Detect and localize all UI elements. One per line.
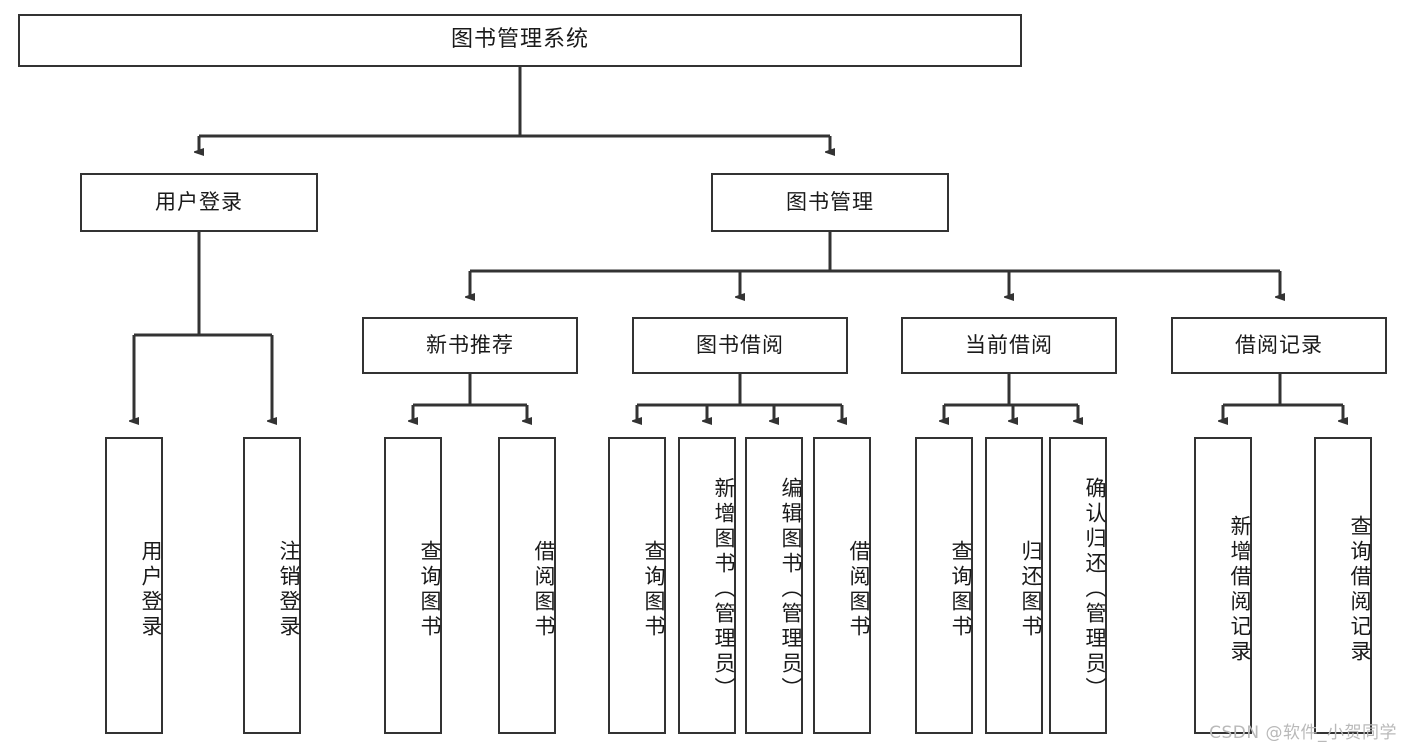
- leaf-label: 新增借阅记录: [1228, 514, 1252, 665]
- leaf-label: 借阅图书: [532, 539, 556, 640]
- leaf-label: 确认归还（管理员）: [1083, 477, 1107, 702]
- leaf-logout[interactable]: 注销登录: [243, 437, 301, 734]
- leaf-label: 查询图书: [418, 539, 442, 640]
- leaf-borrow-book-2[interactable]: 借阅图书: [813, 437, 871, 734]
- node-book-manage[interactable]: 图书管理: [711, 173, 949, 232]
- leaf-label: 编辑图书（管理员）: [779, 477, 803, 702]
- leaf-return-book[interactable]: 归还图书: [985, 437, 1043, 734]
- leaf-edit-book[interactable]: 编辑图书（管理员）: [745, 437, 803, 734]
- leaf-label: 注销登录: [277, 539, 301, 640]
- node-current-borrow[interactable]: 当前借阅: [901, 317, 1117, 374]
- leaf-confirm-return[interactable]: 确认归还（管理员）: [1049, 437, 1107, 734]
- leaf-add-book[interactable]: 新增图书（管理员）: [678, 437, 736, 734]
- leaf-query-record[interactable]: 查询借阅记录: [1314, 437, 1372, 734]
- leaf-label: 用户登录: [139, 539, 163, 640]
- leaf-add-record[interactable]: 新增借阅记录: [1194, 437, 1252, 734]
- leaf-query-book-2[interactable]: 查询图书: [608, 437, 666, 734]
- node-borrow-record[interactable]: 借阅记录: [1171, 317, 1387, 374]
- leaf-label: 查询图书: [949, 539, 973, 640]
- leaf-label: 查询借阅记录: [1348, 514, 1372, 665]
- leaf-borrow-book-1[interactable]: 借阅图书: [498, 437, 556, 734]
- watermark: CSDN @软件_小贺同学: [1209, 723, 1397, 743]
- leaf-query-book-3[interactable]: 查询图书: [915, 437, 973, 734]
- leaf-user-login[interactable]: 用户登录: [105, 437, 163, 734]
- leaf-label: 新增图书（管理员）: [712, 477, 736, 702]
- node-user-login[interactable]: 用户登录: [80, 173, 318, 232]
- leaf-label: 归还图书: [1019, 539, 1043, 640]
- node-book-borrow[interactable]: 图书借阅: [632, 317, 848, 374]
- node-new-book-recommend[interactable]: 新书推荐: [362, 317, 578, 374]
- node-root[interactable]: 图书管理系统: [18, 14, 1022, 67]
- leaf-label: 借阅图书: [847, 539, 871, 640]
- leaf-label: 查询图书: [642, 539, 666, 640]
- leaf-query-book-1[interactable]: 查询图书: [384, 437, 442, 734]
